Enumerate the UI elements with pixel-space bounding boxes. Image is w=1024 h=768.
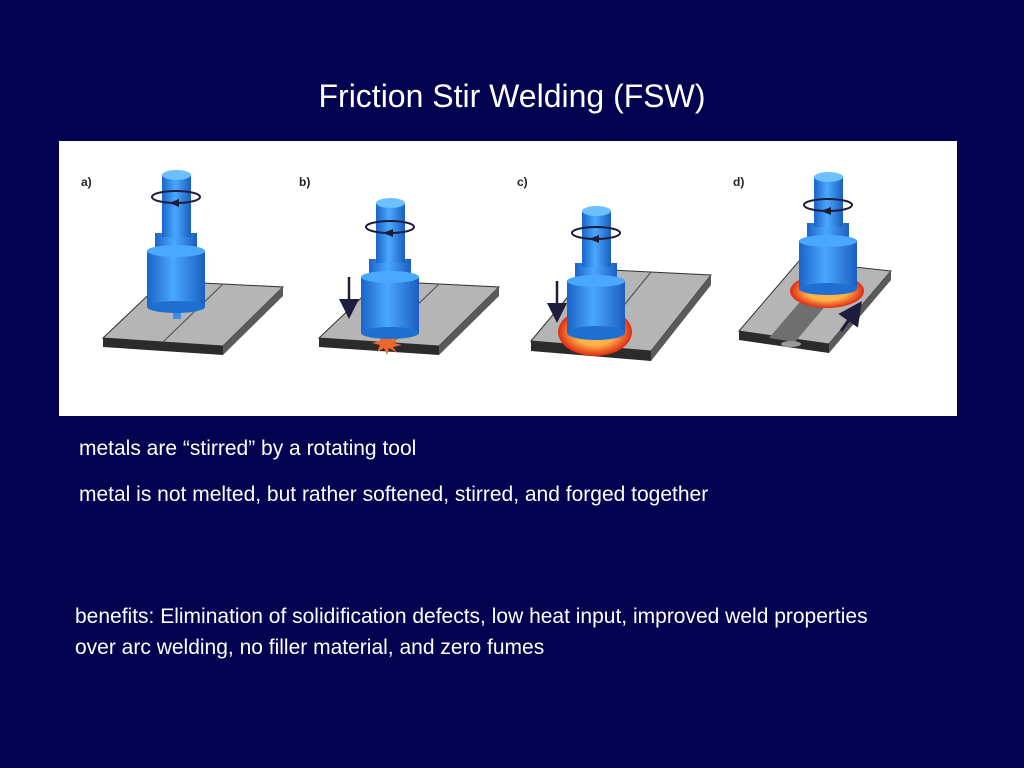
description-line-2: metal is not melted, but rather softened… bbox=[79, 483, 709, 506]
tool-shoulder bbox=[567, 281, 625, 333]
fsw-process-figure: a) b) bbox=[59, 141, 957, 416]
plate-side-edge bbox=[223, 287, 283, 355]
step-c-label: c) bbox=[517, 175, 528, 189]
step-d: d) bbox=[733, 172, 892, 353]
step-d-label: d) bbox=[733, 175, 744, 189]
tool-shoulder bbox=[361, 277, 419, 333]
step-a: a) bbox=[81, 170, 285, 355]
description-line-1: metals are “stirred” by a rotating tool bbox=[79, 437, 417, 460]
tool-shoulder bbox=[147, 251, 205, 307]
fsw-diagram: a) b) bbox=[81, 170, 892, 361]
benefits-text: benefits: Elimination of solidification … bbox=[75, 605, 868, 659]
weld-joint-line bbox=[162, 283, 224, 343]
contact-spark-icon bbox=[372, 331, 402, 355]
step-a-label: a) bbox=[81, 175, 92, 189]
step-b-label: b) bbox=[299, 175, 310, 189]
tool-shoulder bbox=[799, 241, 857, 289]
plate-front-edge bbox=[103, 338, 223, 355]
step-c: c) bbox=[517, 175, 712, 361]
traverse-arrow-icon bbox=[838, 301, 862, 332]
tool-shank bbox=[814, 177, 843, 227]
slide-title: Friction Stir Welding (FSW) bbox=[318, 78, 706, 114]
step-b: b) bbox=[299, 175, 501, 355]
exit-hole bbox=[781, 341, 801, 347]
